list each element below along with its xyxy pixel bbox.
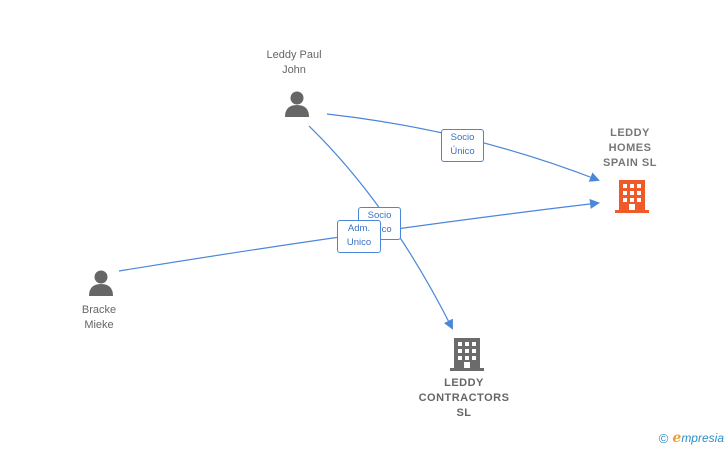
node-label-leddy-contractors[interactable]: LEDDY CONTRACTORS SL (418, 377, 510, 419)
node-label-leddy-paul-john[interactable]: Leddy Paul John (266, 49, 322, 76)
brand-watermark: © empresia (659, 430, 724, 446)
building-icon[interactable] (450, 336, 484, 372)
edge-label-socio-unico-homes[interactable]: Socio Único (441, 129, 484, 162)
person-icon[interactable] (282, 89, 312, 119)
copyright-icon: © (658, 430, 669, 446)
node-label-bracke-mieke[interactable]: Bracke Mieke (81, 304, 117, 331)
brand-logo: empresia (672, 430, 724, 446)
node-label-leddy-homes-spain[interactable]: LEDDY HOMES SPAIN SL (603, 127, 657, 169)
person-icon[interactable] (86, 268, 116, 298)
building-icon[interactable] (615, 178, 649, 214)
edge-label-adm-unico[interactable]: Adm. Unico (337, 220, 381, 253)
